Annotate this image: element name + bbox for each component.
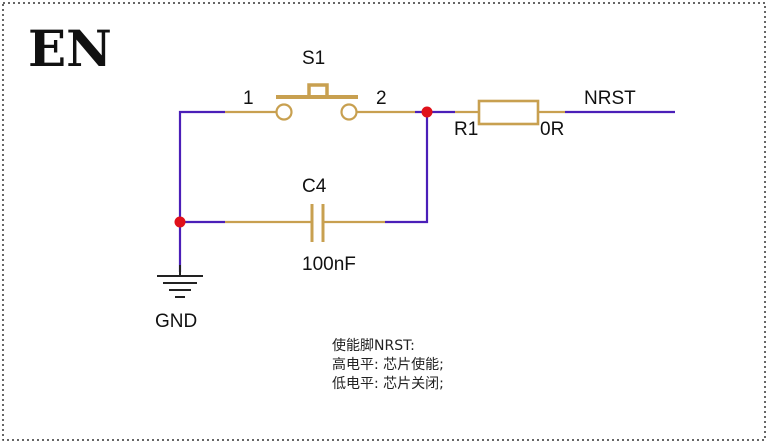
resistor-body: [477, 99, 540, 126]
schematic-border: [2, 2, 766, 441]
wire-cap-bottom-right: [385, 110, 429, 224]
switch-plunger: [307, 83, 329, 97]
switch-contact-right: [340, 103, 358, 121]
switch-pin1-label: 1: [243, 88, 254, 109]
net-label-nrst: NRST: [584, 88, 636, 109]
schematic-title: EN: [28, 19, 112, 78]
switch-ref-label: S1: [302, 48, 325, 69]
wires: [178, 110, 675, 272]
resistor-r1: [455, 99, 565, 126]
capacitor-value-label: 100nF: [302, 254, 356, 275]
resistor-value-label: 0R: [540, 119, 564, 140]
capacitor-ref-label: C4: [302, 176, 327, 197]
switch-contact-left: [275, 103, 293, 121]
switch-pin2-label: 2: [376, 88, 387, 109]
capacitor-c4: [225, 204, 385, 242]
resistor-ref-label: R1: [454, 119, 478, 140]
switch-s1: [225, 83, 415, 121]
junction-dot-left: [174, 216, 186, 228]
note-line-1: 使能脚NRST:: [332, 337, 415, 354]
ground-label: GND: [155, 311, 197, 332]
note-line-3: 低电平: 芯片关闭;: [332, 376, 444, 392]
wire-left-vertical: [178, 110, 225, 272]
junction-dot-right: [421, 106, 433, 118]
note-line-2: 高电平: 芯片使能;: [332, 356, 444, 373]
ground-symbol: [157, 265, 203, 298]
